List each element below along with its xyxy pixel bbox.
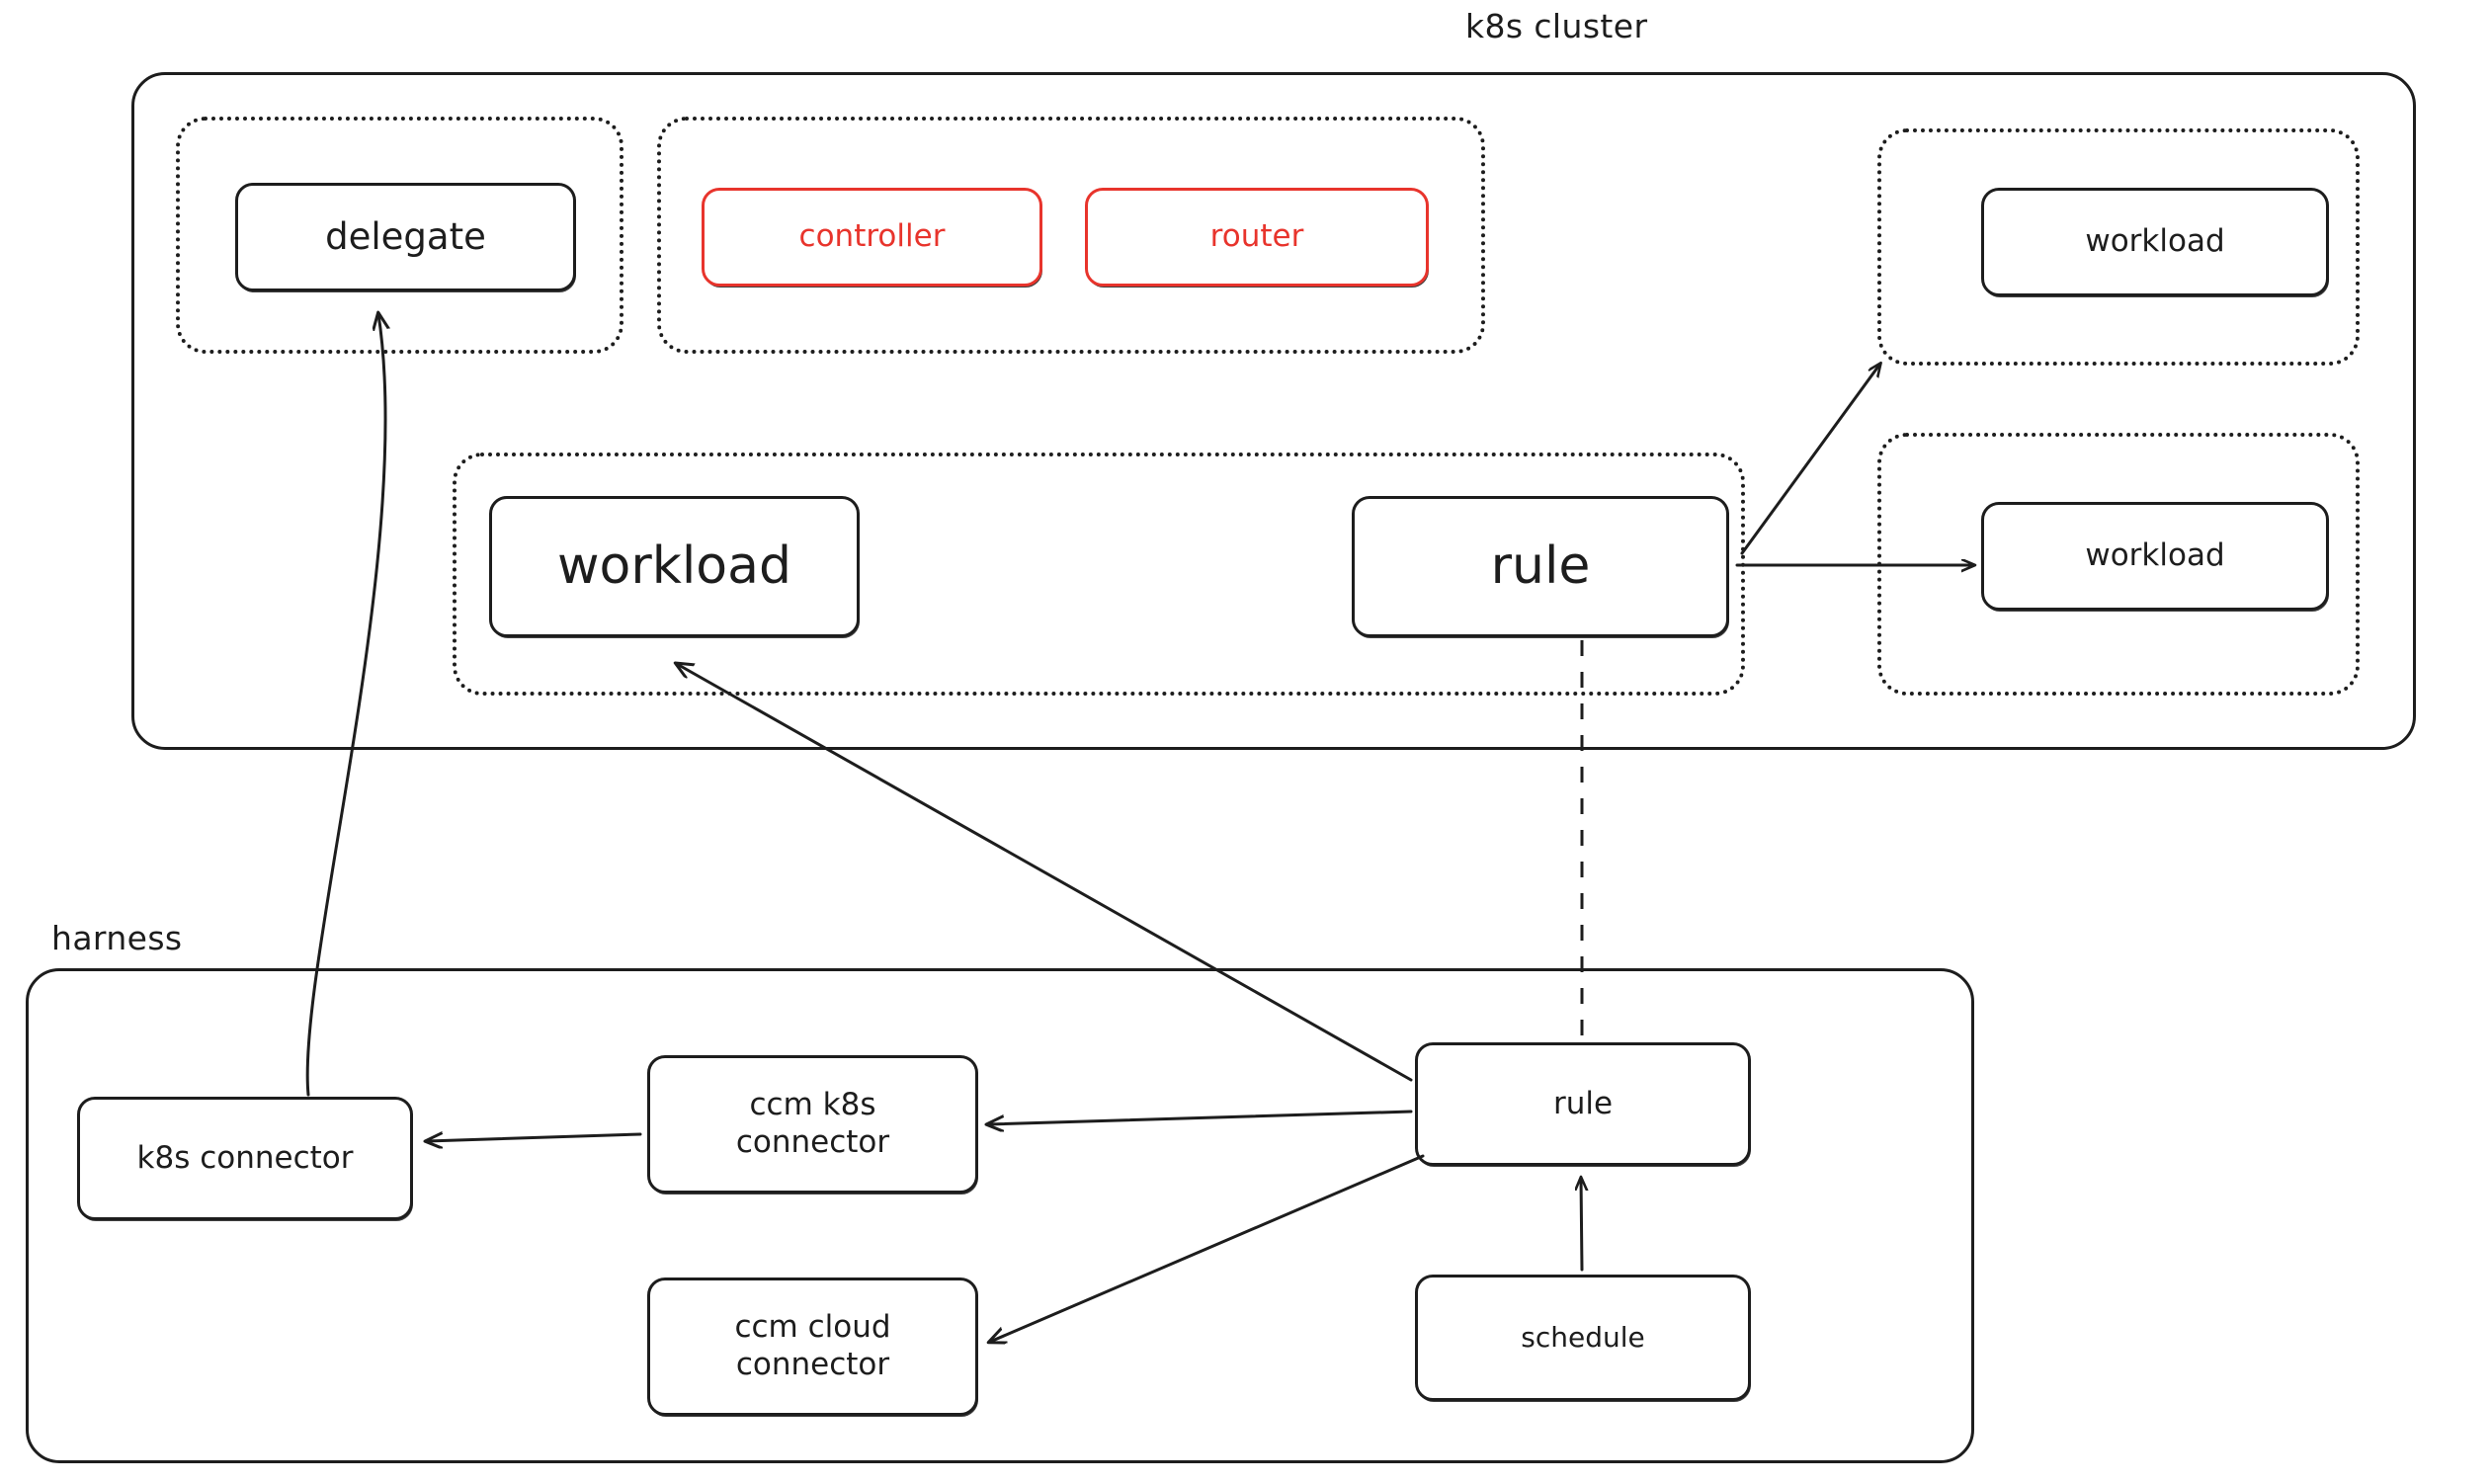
- node-delegate[interactable]: delegate: [235, 183, 576, 291]
- node-rule-harness[interactable]: rule: [1415, 1042, 1751, 1166]
- node-controller[interactable]: controller: [702, 188, 1042, 287]
- node-workload-right-top[interactable]: workload: [1981, 188, 2329, 296]
- zone-controller-router: [657, 117, 1485, 354]
- zone-delegate: [176, 117, 623, 354]
- harness-label: harness: [51, 919, 183, 957]
- node-ccm-cloud-connector[interactable]: ccm cloud connector: [647, 1278, 978, 1416]
- zone-workload-top-right: [1877, 128, 2360, 366]
- node-router[interactable]: router: [1085, 188, 1429, 287]
- node-k8s-connector[interactable]: k8s connector: [77, 1097, 413, 1220]
- node-schedule[interactable]: schedule: [1415, 1275, 1751, 1401]
- k8s-cluster-label: k8s cluster: [1465, 7, 1648, 45]
- node-ccm-k8s-connector[interactable]: ccm k8s connector: [647, 1055, 978, 1194]
- node-workload-right-bottom[interactable]: workload: [1981, 502, 2329, 611]
- node-workload-main[interactable]: workload: [489, 496, 860, 637]
- node-rule-k8s[interactable]: rule: [1352, 496, 1729, 637]
